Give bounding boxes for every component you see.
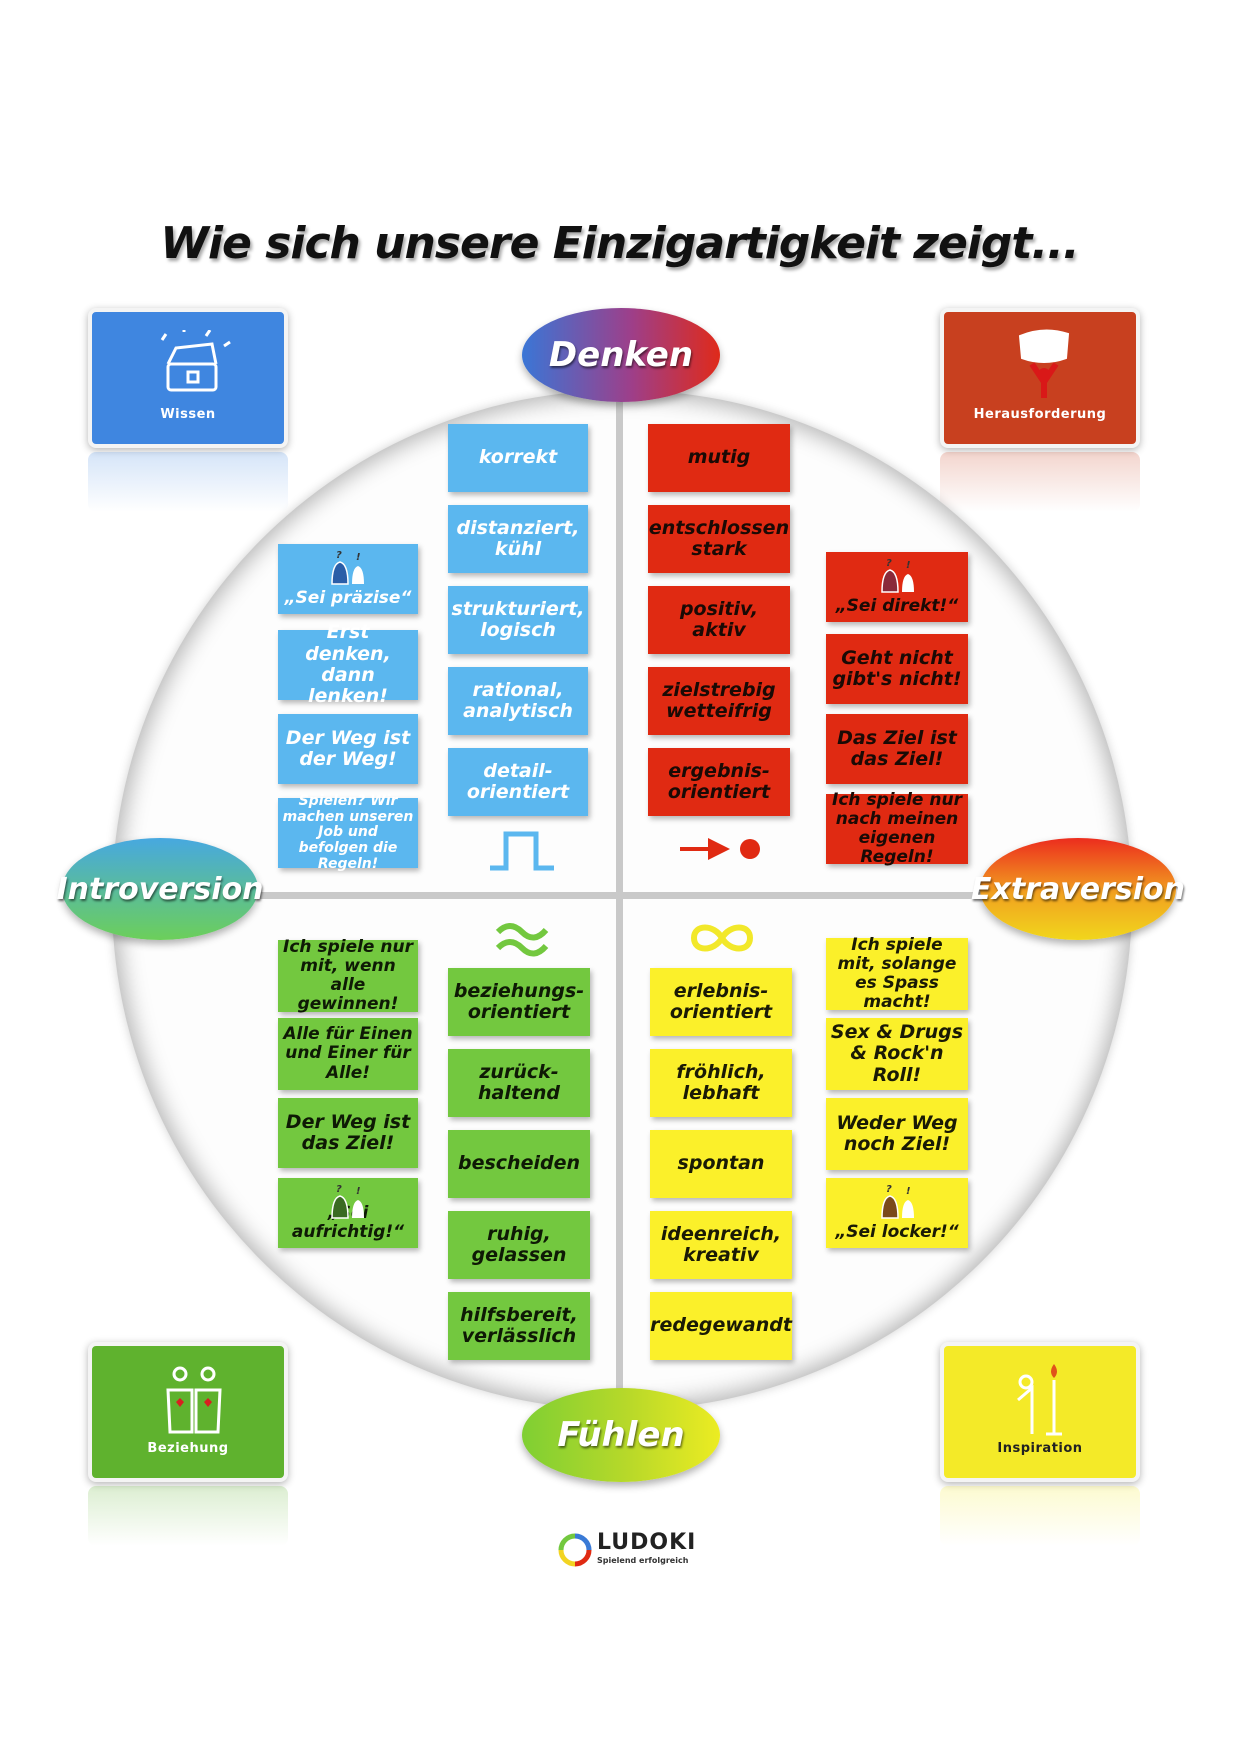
card-label: Inspiration bbox=[997, 1441, 1083, 1456]
trait-chip: hilfsbereit, verlässlich bbox=[448, 1292, 590, 1360]
motto-chip: ? ! „Sei präzise“ bbox=[278, 544, 418, 614]
treasure-chest-icon bbox=[160, 330, 231, 392]
motto-chip: ? ! „Sei aufrichtig!“ bbox=[278, 1178, 418, 1248]
saying-chip: Weder Weg noch Ziel! bbox=[826, 1098, 968, 1170]
saying-chip: Ich spiele nur mit, wenn alle gewinnen! bbox=[278, 937, 418, 1014]
approx-symbol-icon bbox=[495, 923, 549, 957]
saying-chip: Spielen? Wir machen unseren Job und befo… bbox=[278, 793, 418, 871]
saying-chip: Das Ziel ist das Ziel! bbox=[826, 714, 968, 784]
trait-chip: redegewandt bbox=[650, 1292, 792, 1360]
svg-text:!: ! bbox=[356, 552, 361, 563]
trait-chip: positiv, aktiv bbox=[648, 586, 790, 654]
motto-chip: ? ! „Sei locker!“ bbox=[826, 1178, 968, 1248]
motto-text: „Sei locker!“ bbox=[835, 1221, 959, 1242]
two-people-heart-icon bbox=[166, 1366, 222, 1434]
trait-chip: fröhlich, lebhaft bbox=[650, 1049, 792, 1117]
card-label: Beziehung bbox=[147, 1441, 229, 1456]
saying-chip: Der Weg ist der Weg! bbox=[278, 714, 418, 784]
ludoki-logo-icon bbox=[558, 1533, 592, 1567]
trait-chip: detail-orientiert bbox=[448, 748, 588, 816]
two-figures-icon: ? ! bbox=[331, 550, 364, 585]
pulse-symbol-icon bbox=[490, 831, 554, 871]
saying-chip: Alle für Einen und Einer für Alle! bbox=[278, 1018, 418, 1090]
saying-chip: Ich spiele nur nach meinen eigenen Regel… bbox=[826, 790, 968, 867]
horizontal-axis-line bbox=[124, 892, 1120, 899]
trait-chip: entschlossen stark bbox=[648, 505, 790, 573]
candle-figure-icon bbox=[1017, 1364, 1062, 1436]
trait-chip: mutig bbox=[648, 424, 790, 492]
svg-text:!: ! bbox=[356, 1186, 361, 1197]
card-wissen: Wissen bbox=[88, 308, 288, 448]
svg-text:?: ? bbox=[886, 1184, 892, 1195]
motto-text: „Sei direkt!“ bbox=[835, 595, 959, 616]
vertical-axis-line bbox=[616, 402, 623, 1398]
svg-text:?: ? bbox=[336, 1184, 342, 1195]
page-title: Wie sich unsere Einzigartigkeit zeigt... bbox=[160, 218, 1079, 269]
trait-chip: ruhig, gelassen bbox=[448, 1211, 590, 1279]
axis-extraversion: Extraversion bbox=[971, 838, 1185, 940]
trait-chip: rational, analytisch bbox=[448, 667, 588, 735]
trait-chip: zurück-haltend bbox=[448, 1049, 590, 1117]
trait-chip: beziehungs-orientiert bbox=[448, 968, 590, 1036]
axis-fuehlen: Fühlen bbox=[522, 1388, 720, 1482]
logo-tagline: Spielend erfolgreich bbox=[597, 1556, 689, 1565]
svg-text:!: ! bbox=[906, 560, 911, 571]
saying-chip: Der Weg ist das Ziel! bbox=[278, 1098, 418, 1168]
arrow-to-dot-icon bbox=[680, 838, 760, 860]
card-beziehung: Beziehung bbox=[88, 1342, 288, 1482]
trait-chip: erlebnis-orientiert bbox=[650, 968, 792, 1036]
infinity-symbol-icon bbox=[690, 924, 754, 952]
svg-text:!: ! bbox=[906, 1186, 911, 1197]
svg-text:?: ? bbox=[886, 558, 892, 569]
trait-chip: spontan bbox=[650, 1130, 792, 1198]
trait-chip: zielstrebig wetteifrig bbox=[648, 667, 790, 735]
figure-lifting-icon bbox=[1018, 329, 1070, 398]
saying-chip: Ich spiele mit, solange es Spass macht! bbox=[826, 935, 968, 1012]
saying-chip: Erst denken, dann lenken! bbox=[278, 622, 418, 707]
motto-text: „Sei präzise“ bbox=[284, 587, 412, 608]
axis-introversion: Introversion bbox=[56, 838, 264, 940]
trait-chip: bescheiden bbox=[448, 1130, 590, 1198]
trait-chip: ergebnis-orientiert bbox=[648, 748, 790, 816]
two-figures-icon: ? ! bbox=[881, 1184, 914, 1219]
axis-denken: Denken bbox=[522, 308, 720, 402]
trait-chip: distanziert, kühl bbox=[448, 505, 588, 573]
two-figures-icon: ? ! bbox=[881, 558, 914, 593]
card-herausforderung: Herausforderung bbox=[940, 308, 1140, 448]
card-label: Herausforderung bbox=[973, 407, 1107, 422]
saying-chip: Sex & Drugs & Rock'n Roll! bbox=[826, 1018, 968, 1090]
trait-chip: korrekt bbox=[448, 424, 588, 492]
motto-chip: ? ! „Sei direkt!“ bbox=[826, 552, 968, 622]
saying-chip: Geht nicht gibt's nicht! bbox=[826, 634, 968, 704]
card-label: Wissen bbox=[160, 407, 216, 422]
trait-chip: ideenreich, kreativ bbox=[650, 1211, 792, 1279]
trait-chip: strukturiert, logisch bbox=[448, 586, 588, 654]
ludoki-logo: LUDOKI Spielend erfolgreich bbox=[555, 1530, 695, 1570]
svg-text:?: ? bbox=[336, 550, 342, 561]
card-inspiration: Inspiration bbox=[940, 1342, 1140, 1482]
two-figures-icon: ? ! bbox=[331, 1184, 364, 1219]
logo-name: LUDOKI bbox=[597, 1530, 697, 1555]
